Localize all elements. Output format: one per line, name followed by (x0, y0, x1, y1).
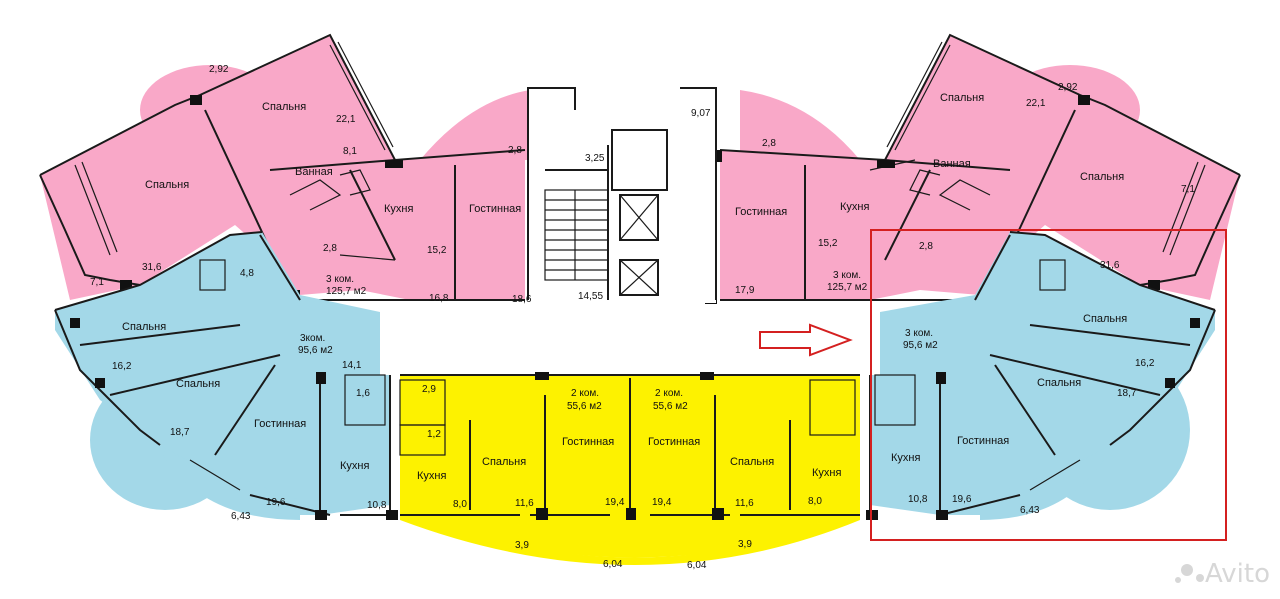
label-tr-living: Гостинная (735, 206, 787, 218)
stair-steps (545, 190, 608, 280)
label-bl-living: Гостинная (254, 418, 306, 430)
label-y2-bedroom: Спальня (730, 456, 774, 468)
area-10-8-right: 10,8 (908, 494, 928, 505)
area-14-55: 14,55 (578, 291, 603, 302)
area-2-9: 2,9 (422, 384, 436, 395)
apartment-pink-right (705, 33, 1241, 304)
area-17-9: 17,9 (735, 285, 755, 296)
area-6-43-right: 6,43 (1020, 505, 1040, 516)
area-22-1-left: 22,1 (336, 114, 356, 125)
room-labels: Спальня Спальня Ванная Кухня Гостинная 3… (122, 92, 1127, 482)
area-7-1-left: 7,1 (90, 277, 104, 288)
area-19-6-left: 19,6 (266, 497, 286, 508)
label-br-bedroom-mid: Спальня (1037, 377, 1081, 389)
area-6-04-left: 6,04 (603, 559, 623, 570)
highlight-frame (870, 229, 1227, 541)
apartment-yellow-pair (399, 372, 860, 565)
label-tl-bedroom-top: Спальня (262, 101, 306, 113)
area-18-6: 18,6 (512, 294, 532, 305)
label-bl-area: 95,6 м2 (298, 345, 333, 356)
area-8-1: 8,1 (343, 146, 357, 157)
area-31-6-left: 31,6 (142, 262, 162, 273)
label-y2-living: Гостинная (648, 436, 700, 448)
apartment-blue-left (54, 231, 398, 520)
area-11-6-right: 11,6 (735, 498, 754, 509)
label-tr-bedroom-right: Спальня (1080, 171, 1124, 183)
area-18-7-right: 18,7 (1117, 388, 1137, 399)
area-19-4-left: 19,4 (605, 497, 625, 508)
label-br-living: Гостинная (957, 435, 1009, 447)
label-tl-living: Гостинная (469, 203, 521, 215)
label-tl-bedroom-left: Спальня (145, 179, 189, 191)
label-y1-area: 55,6 м2 (567, 401, 602, 412)
area-14-1: 14,1 (342, 360, 362, 371)
area-18-7-left: 18,7 (170, 427, 190, 438)
label-br-apt: 3 ком. (905, 328, 933, 339)
area-3-9-right: 3,9 (738, 539, 752, 550)
area-3-25: 3,25 (585, 153, 605, 164)
label-tl-area: 125,7 м2 (326, 286, 367, 297)
label-bl-apt: 3ком. (300, 333, 325, 344)
label-y1-apt: 2 ком. (571, 388, 599, 399)
area-16-8: 16,8 (429, 293, 449, 304)
label-tl-apt: 3 ком. (326, 274, 354, 285)
apartment-pink-left (39, 33, 530, 301)
area-8-0-left: 8,0 (453, 499, 467, 510)
label-tr-kitchen: Кухня (840, 201, 869, 213)
area-22-1-right: 22,1 (1026, 98, 1046, 109)
label-tl-kitchen: Кухня (384, 203, 413, 215)
label-y1-living: Гостинная (562, 436, 614, 448)
avito-wordmark: Avito (1205, 559, 1270, 589)
area-19-6-right: 19,6 (952, 494, 972, 505)
area-19-4-right: 19,4 (652, 497, 672, 508)
area-6-43-left: 6,43 (231, 511, 251, 522)
label-tl-bath: Ванная (295, 166, 333, 178)
label-br-kitchen: Кухня (891, 452, 920, 464)
area-1-6: 1,6 (356, 388, 370, 399)
apartment-blue-right (866, 231, 1216, 520)
area-31-6-right: 31,6 (1100, 260, 1120, 271)
label-y1-bedroom: Спальня (482, 456, 526, 468)
stair-elevator-core (527, 87, 717, 303)
area-1-2: 1,2 (427, 429, 441, 440)
area-6-04-right: 6,04 (687, 560, 707, 571)
area-labels: 2,92 22,1 8,1 2,8 15,2 2,8 31,6 7,1 4,8 … (90, 64, 1195, 571)
label-y2-kitchen: Кухня (812, 467, 841, 479)
area-11-6-left: 11,6 (515, 498, 534, 509)
area-8-0-right: 8,0 (808, 496, 822, 507)
area-2-92-left: 2,92 (209, 64, 229, 75)
area-2-92-right: 2,92 (1058, 82, 1078, 93)
area-15-2-right: 15,2 (818, 238, 838, 249)
label-br-bedroom-top: Спальня (1083, 313, 1127, 325)
highlight-arrow (759, 323, 853, 357)
area-9-07: 9,07 (691, 108, 711, 119)
label-bl-kitchen: Кухня (340, 460, 369, 472)
area-10-8-left: 10,8 (367, 500, 387, 511)
label-br-area: 95,6 м2 (903, 340, 938, 351)
label-y2-apt: 2 ком. (655, 388, 683, 399)
label-y2-area: 55,6 м2 (653, 401, 688, 412)
label-tr-bedroom-top: Спальня (940, 92, 984, 104)
label-tr-area: 125,7 м2 (827, 282, 868, 293)
area-3-9-left: 3,9 (515, 540, 529, 551)
label-tr-apt: 3 ком. (833, 270, 861, 281)
avito-logo-icon (1181, 564, 1193, 576)
area-2-8-left-kitchen: 2,8 (323, 243, 337, 254)
area-16-2-left: 16,2 (112, 361, 132, 372)
label-bl-bedroom-top: Спальня (122, 321, 166, 333)
label-tr-bath: Ванная (933, 158, 971, 170)
area-15-2-left: 15,2 (427, 245, 447, 256)
label-y1-kitchen: Кухня (417, 470, 446, 482)
area-2-8-right-top: 2,8 (762, 138, 776, 149)
label-bl-bedroom-mid: Спальня (176, 378, 220, 390)
avito-watermark: Avito (1175, 559, 1270, 589)
area-2-8-right-kitchen: 2,8 (919, 241, 933, 252)
area-16-2-right: 16,2 (1135, 358, 1155, 369)
area-2-8-left-top: 2,8 (508, 145, 522, 156)
area-4-8: 4,8 (240, 268, 254, 279)
area-7-1-right: 7,1 (1181, 184, 1195, 195)
